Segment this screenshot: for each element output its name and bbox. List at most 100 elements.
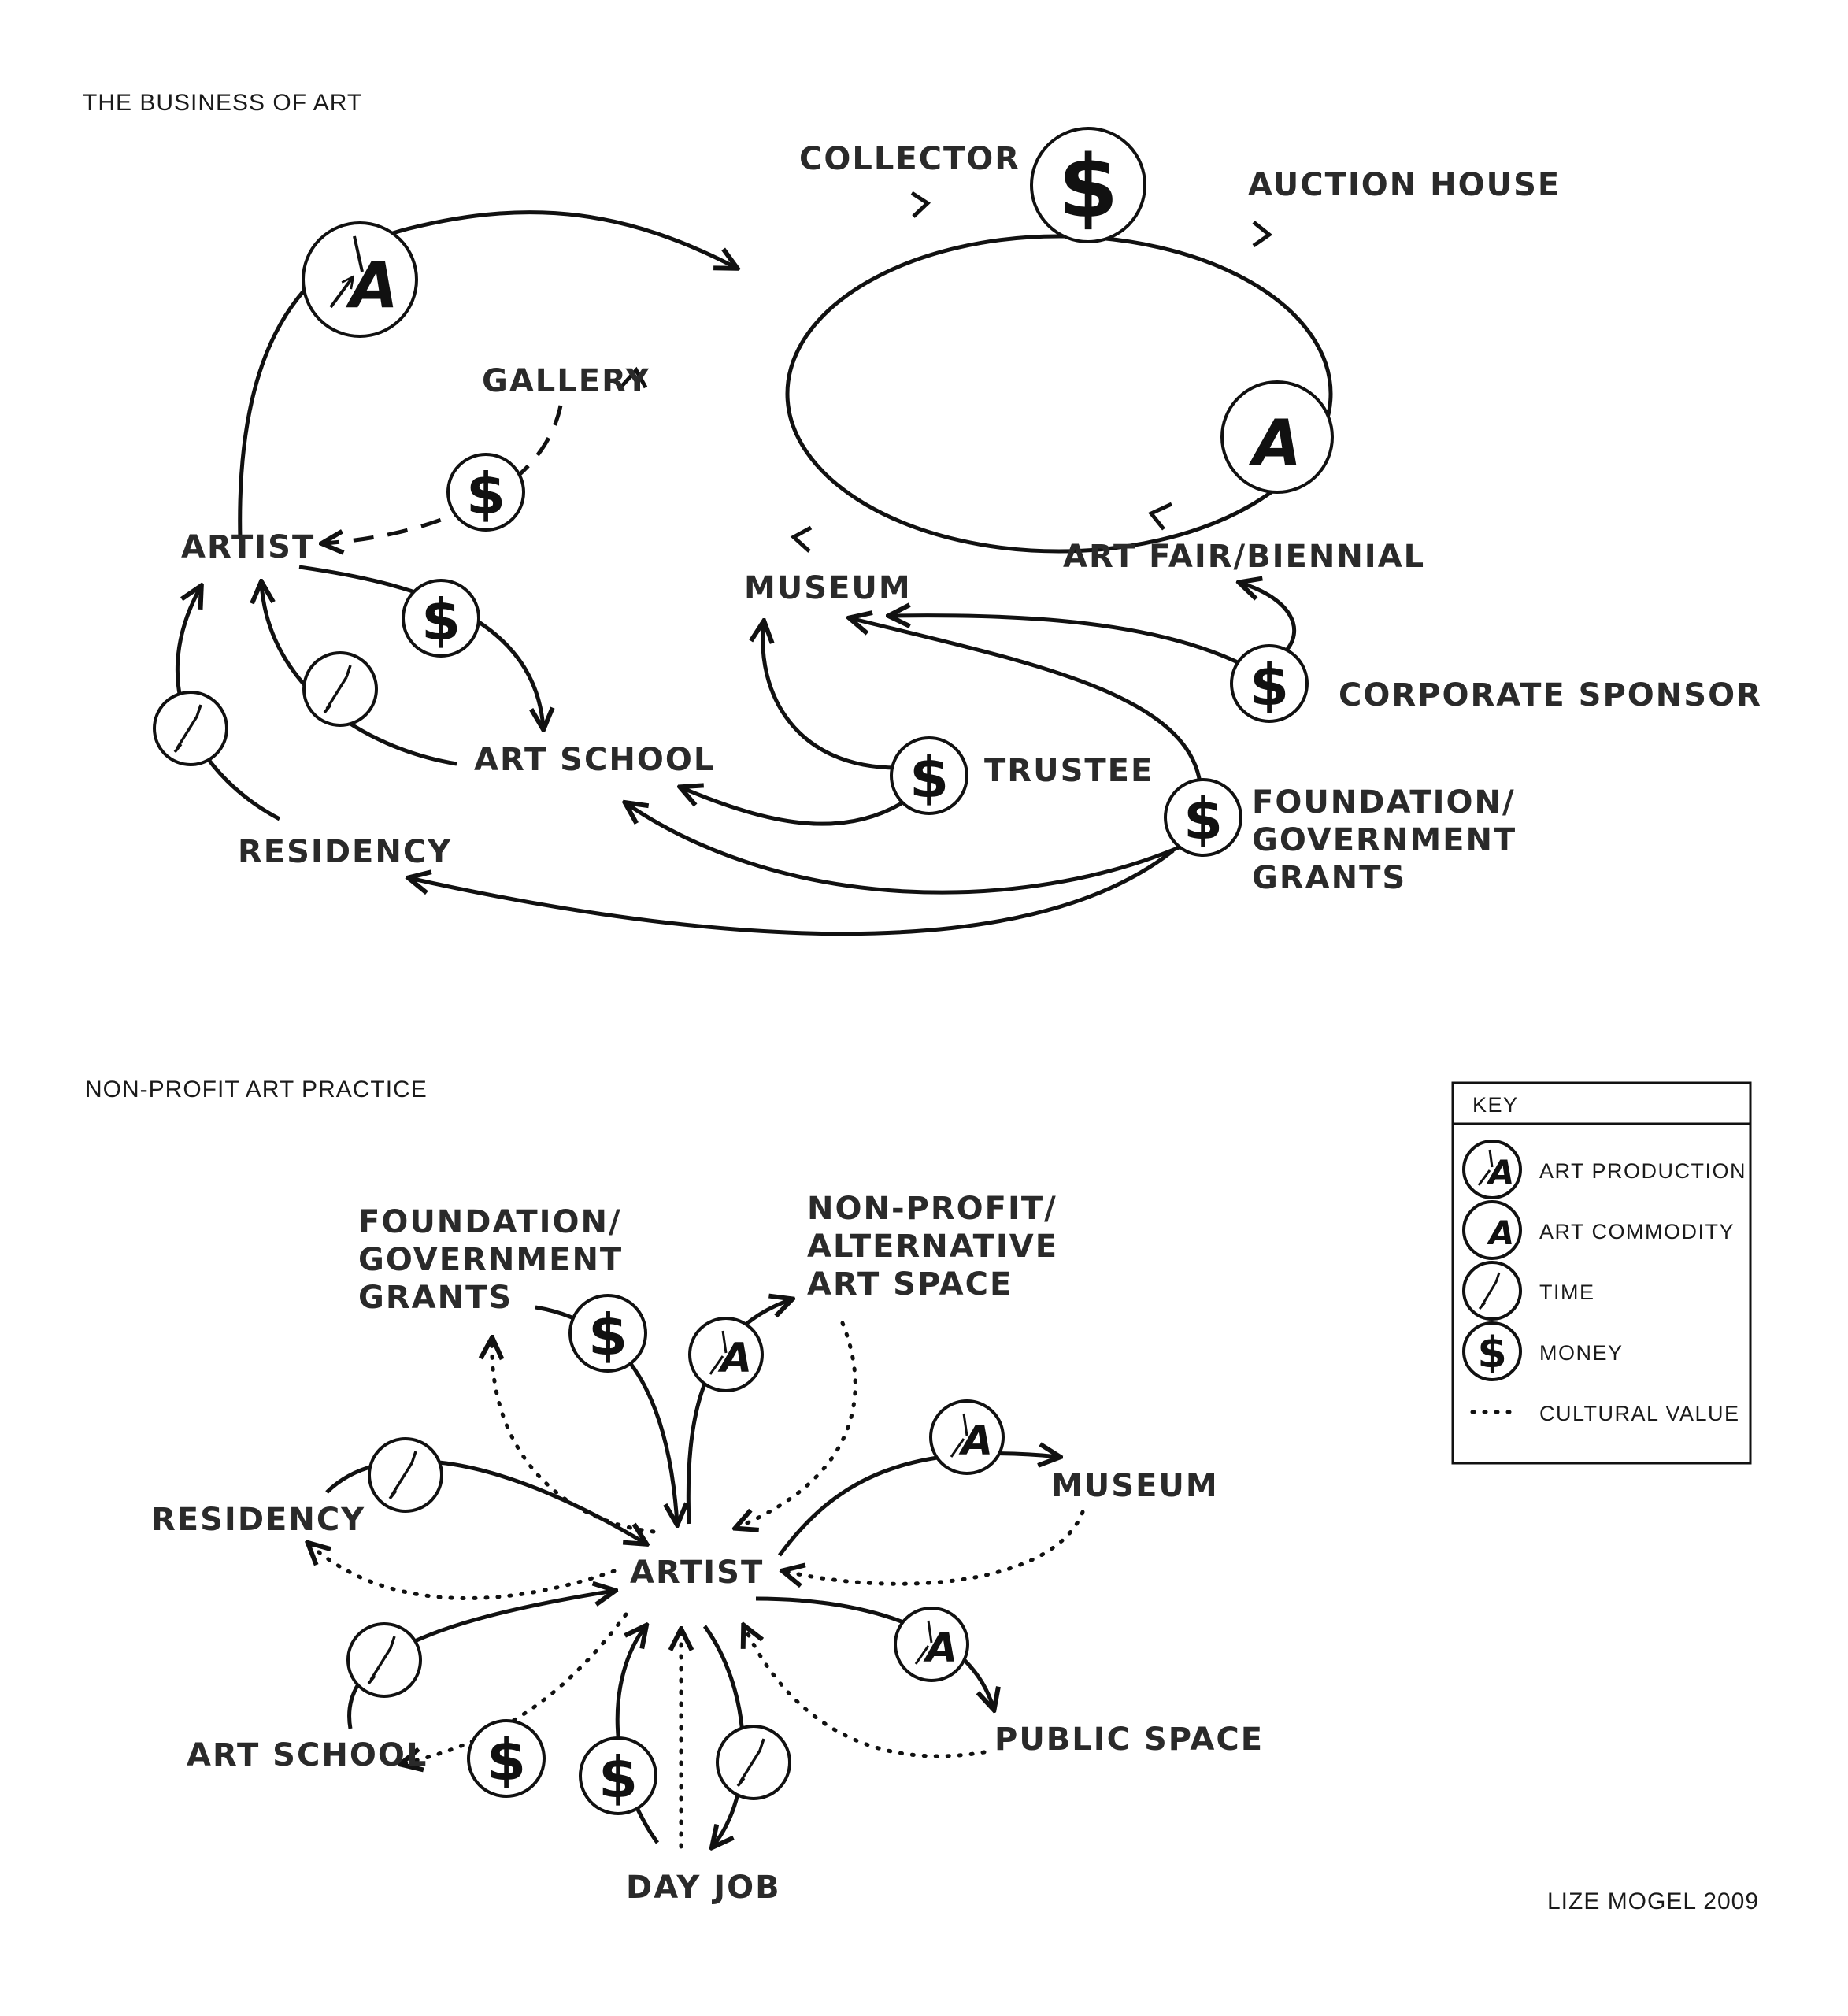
- art-production-icon: A: [688, 1317, 764, 1392]
- svg-text:A: A: [1487, 1214, 1515, 1252]
- legend-time: TIME: [1462, 1261, 1595, 1321]
- svg-text:$: $: [1250, 652, 1289, 718]
- market-loop: [785, 234, 1333, 554]
- np-foundation-label-1: FOUNDATION/: [358, 1204, 622, 1240]
- edge-foundation-museum: [850, 618, 1203, 792]
- np-space-label-1: NON-PROFIT/: [807, 1191, 1057, 1227]
- money-icon: $: [568, 1294, 647, 1373]
- np-foundation-label-2: GOVERNMENT: [358, 1242, 623, 1278]
- art-production-icon: A: [302, 221, 418, 338]
- legend-money: $ MONEY: [1462, 1321, 1624, 1381]
- artist-label: ARTIST: [181, 529, 315, 565]
- svg-text:$: $: [909, 744, 949, 810]
- np-edge-foundation-artist: [535, 1305, 677, 1524]
- svg-text:$: $: [1477, 1328, 1507, 1377]
- svg-text:A: A: [1248, 406, 1302, 480]
- legend-money-label: MONEY: [1539, 1341, 1624, 1365]
- money-icon: $: [579, 1736, 657, 1815]
- non-profit-icons: $ A A A $: [346, 1294, 1005, 1815]
- museum-label: MUSEUM: [744, 570, 912, 606]
- art-school-label: ART SCHOOL: [474, 742, 715, 778]
- np-edge-space-artist: [736, 1321, 857, 1528]
- edge-foundation-residency: [409, 849, 1175, 936]
- legend-art-production: A ART PRODUCTION: [1462, 1140, 1746, 1199]
- money-icon: $: [890, 736, 968, 815]
- legend-cultural-value-label: CULTURAL VALUE: [1539, 1402, 1740, 1425]
- svg-text:$: $: [487, 1727, 526, 1793]
- np-edge-artist-public: [755, 1596, 994, 1709]
- time-icon: [302, 651, 378, 727]
- money-icon: $: [467, 1719, 546, 1798]
- np-edge-museum-artist: [783, 1510, 1085, 1584]
- np-foundation-label-3: GRANTS: [358, 1280, 513, 1316]
- money-icon: $: [1030, 127, 1146, 243]
- np-artist-label: ARTIST: [630, 1555, 764, 1591]
- arrow-collector: [910, 191, 931, 218]
- art-production-icon: A: [894, 1606, 969, 1682]
- residency-label: RESIDENCY: [238, 834, 452, 870]
- np-edge-artist-foundation: [492, 1339, 656, 1534]
- time-icon: [368, 1437, 443, 1513]
- business-labels: COLLECTOR AUCTION HOUSE GALLERY ARTIST M…: [181, 141, 1761, 896]
- np-space-label-3: ART SPACE: [807, 1266, 1013, 1303]
- np-art-school-label: ART SCHOOL: [187, 1737, 428, 1773]
- credit-text: LIZE MOGEL 2009: [1547, 1888, 1759, 1914]
- legend: KEY A ART PRODUCTION A ART COMMODITY TIM…: [1451, 1081, 1752, 1465]
- edge-gallery-artist: [323, 405, 563, 543]
- np-day-job-label: DAY JOB: [626, 1870, 781, 1906]
- svg-text:A: A: [923, 1625, 957, 1672]
- arrow-gallery: [620, 366, 648, 389]
- np-space-label-2: ALTERNATIVE: [807, 1228, 1058, 1265]
- np-residency-label: RESIDENCY: [151, 1502, 365, 1538]
- svg-text:$: $: [466, 461, 506, 527]
- edge-artist-collector: [238, 210, 736, 540]
- legend-cultural-value: CULTURAL VALUE: [1470, 1402, 1740, 1425]
- edge-sponsor-artfair: [1240, 583, 1297, 655]
- edge-trustee-museum: [763, 622, 898, 770]
- np-museum-label: MUSEUM: [1051, 1468, 1219, 1504]
- np-edge-dayjob-artist-money: [615, 1626, 660, 1844]
- legend-time-label: TIME: [1539, 1280, 1595, 1304]
- arrow-artfair: [1148, 502, 1173, 531]
- svg-text:A: A: [717, 1335, 752, 1382]
- trustee-label: TRUSTEE: [984, 753, 1154, 789]
- time-icon: [716, 1725, 791, 1800]
- foundation-label-3: GRANTS: [1252, 860, 1406, 896]
- svg-text:$: $: [421, 587, 461, 653]
- svg-text:$: $: [1183, 786, 1223, 852]
- art-production-icon: A: [929, 1399, 1005, 1475]
- business-of-art-title: THE BUSINESS OF ART: [83, 90, 362, 116]
- foundation-label-1: FOUNDATION/: [1252, 784, 1516, 821]
- arrow-museum-loop: [790, 525, 813, 553]
- non-profit-labels: FOUNDATION/ GOVERNMENT GRANTS NON-PROFIT…: [151, 1191, 1264, 1906]
- svg-text:A: A: [958, 1418, 993, 1465]
- art-fair-label: ART FAIR/BIENNIAL: [1063, 539, 1425, 575]
- non-profit-title: NON-PROFIT ART PRACTICE: [85, 1077, 428, 1102]
- np-edge-artist-artschool: [402, 1612, 628, 1764]
- legend-title: KEY: [1472, 1093, 1519, 1117]
- foundation-label-2: GOVERNMENT: [1252, 822, 1517, 858]
- np-public-space-label: PUBLIC SPACE: [994, 1721, 1264, 1758]
- legend-art-production-label: ART PRODUCTION: [1539, 1159, 1746, 1183]
- gallery-label: GALLERY: [482, 363, 650, 399]
- np-edge-public-artist: [744, 1626, 987, 1758]
- art-production-icon: A: [1462, 1140, 1522, 1199]
- auction-house-label: AUCTION HOUSE: [1248, 167, 1561, 203]
- money-icon: $: [1230, 644, 1309, 723]
- arrow-auction: [1252, 220, 1273, 248]
- time-icon: [1462, 1261, 1522, 1321]
- svg-text:$: $: [1058, 136, 1119, 237]
- edge-sponsor-museum: [890, 616, 1246, 668]
- edge-foundation-artschool: [626, 803, 1182, 895]
- svg-text:$: $: [588, 1302, 628, 1368]
- np-edge-artist-residency: [309, 1544, 617, 1601]
- svg-text:A: A: [345, 249, 398, 322]
- time-icon: [153, 691, 228, 766]
- business-icons: A $ A $ $: [153, 127, 1334, 857]
- svg-text:$: $: [598, 1744, 638, 1810]
- time-icon: [346, 1622, 422, 1698]
- np-edge-artist-museum: [777, 1454, 1059, 1557]
- money-icon: $: [446, 453, 525, 532]
- collector-label: COLLECTOR: [799, 141, 1020, 177]
